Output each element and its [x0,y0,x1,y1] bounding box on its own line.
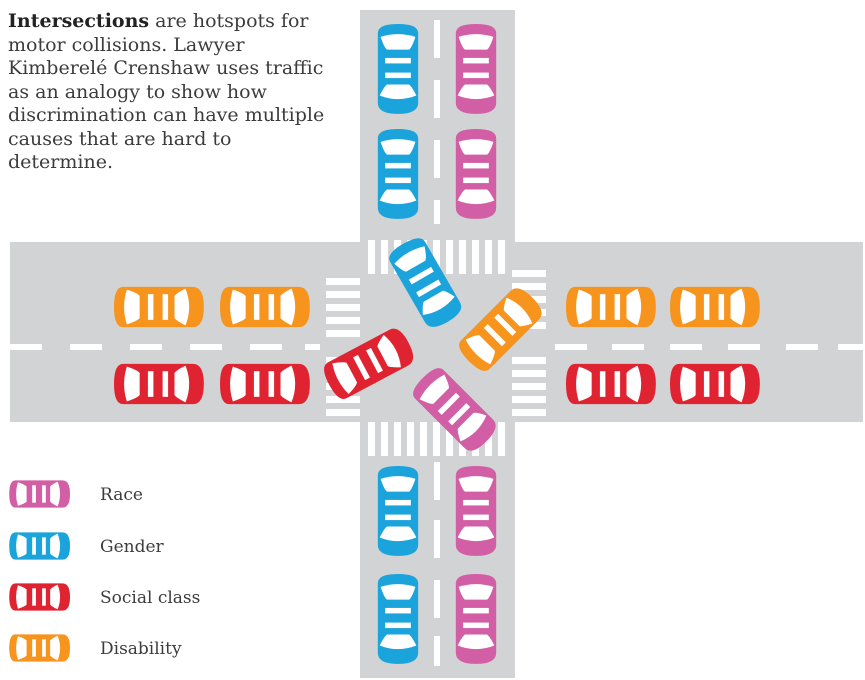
car-gender-south-2 [377,574,419,664]
caption-text: are hotspots for motor collisions. Lawye… [8,10,325,173]
car-social-class-west-1 [114,363,204,405]
legend-label-race: Race [100,485,143,505]
car-disability-west-1 [114,286,204,328]
legend-swatch-gender [9,532,70,560]
car-social-class-west-2 [220,363,310,405]
legend-item-gender: Gender [9,532,165,560]
car-gender-north-2 [377,129,419,219]
legend-item-disability: Disability [9,634,182,662]
legend: Race Gender Social class Disability [9,480,200,662]
car-social-class-east-2 [670,363,760,405]
car-race-north-1 [455,24,497,114]
lane-markings [10,20,863,666]
car-race-north-2 [455,129,497,219]
legend-label-social-class: Social class [100,588,200,608]
caption: Intersections are hotspots for motor col… [8,10,338,175]
car-disability-west-2 [220,286,310,328]
legend-item-social-class: Social class [9,583,200,611]
legend-swatch-social-class [9,583,70,611]
car-disability-east-2 [670,286,760,328]
car-race-south-1 [455,466,497,556]
legend-label-disability: Disability [100,639,182,659]
car-social-class-east-1 [566,363,656,405]
legend-item-race: Race [9,480,143,508]
legend-swatch-race [9,480,70,508]
car-gender-south-1 [377,466,419,556]
legend-swatch-disability [9,634,70,662]
caption-lead: Intersections [8,10,150,32]
legend-label-gender: Gender [100,537,165,557]
car-gender-north-1 [377,24,419,114]
car-disability-east-1 [566,286,656,328]
car-race-south-2 [455,574,497,664]
